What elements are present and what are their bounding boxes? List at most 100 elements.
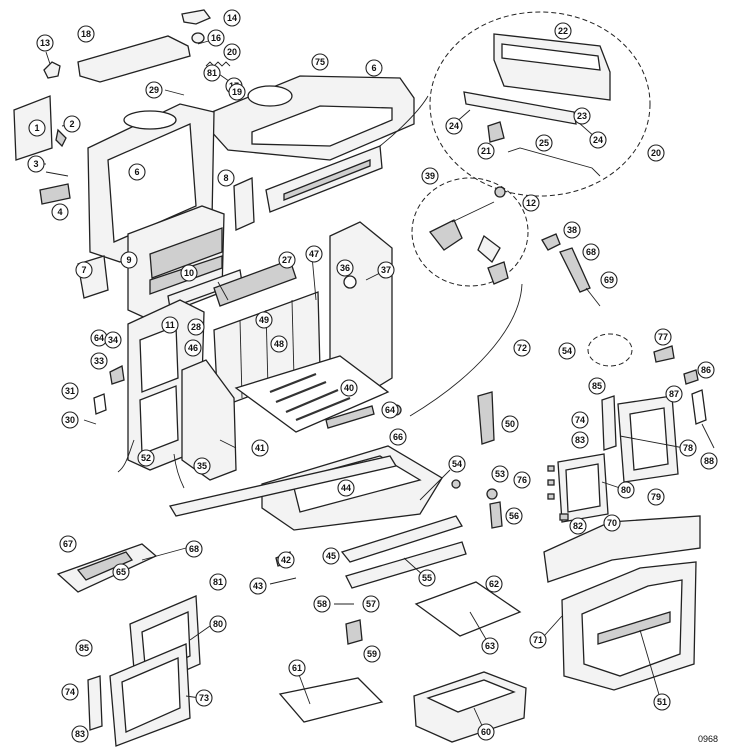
- svg-text:19: 19: [232, 87, 242, 97]
- callout-59: 59: [363, 645, 381, 663]
- svg-text:2: 2: [69, 119, 74, 129]
- part-79-80-glass-door: [557, 453, 609, 523]
- svg-text:46: 46: [188, 343, 198, 353]
- callout-38: 38: [563, 221, 581, 239]
- callout-28: 28: [187, 318, 205, 336]
- svg-text:55: 55: [422, 573, 432, 583]
- callout-31: 31: [61, 382, 79, 400]
- svg-text:86: 86: [701, 365, 711, 375]
- svg-text:24: 24: [449, 121, 459, 131]
- svg-text:49: 49: [259, 315, 269, 325]
- detail-20-boundary: [429, 11, 651, 197]
- svg-text:88: 88: [704, 456, 714, 466]
- svg-text:11: 11: [165, 320, 175, 330]
- part-69-rod: [585, 287, 601, 307]
- svg-text:80: 80: [213, 619, 223, 629]
- part-25-rod: [507, 147, 601, 177]
- svg-text:81: 81: [213, 577, 223, 587]
- svg-text:41: 41: [255, 443, 265, 453]
- svg-text:70: 70: [607, 518, 617, 528]
- detail-54-boundary: [587, 333, 633, 367]
- part-74-85-83-hinge: [87, 675, 103, 731]
- svg-text:43: 43: [253, 581, 263, 591]
- callout-71: 71: [529, 631, 547, 649]
- svg-text:27: 27: [282, 255, 292, 265]
- callout-66: 66: [389, 428, 407, 446]
- callout-18: 18: [77, 25, 95, 43]
- callout-50: 50: [501, 415, 519, 433]
- part-43-pin: [269, 577, 297, 585]
- callout-87: 87: [665, 385, 683, 403]
- svg-text:80: 80: [621, 485, 631, 495]
- callout-73: 73: [195, 689, 213, 707]
- callout-39: 39: [421, 167, 439, 185]
- part-68-long-rod: [168, 455, 398, 517]
- callout-56: 56: [505, 507, 523, 525]
- part-77-86-latch: [653, 345, 699, 385]
- svg-text:72: 72: [517, 343, 527, 353]
- svg-text:12: 12: [526, 198, 536, 208]
- callout-41: 41: [251, 439, 269, 457]
- svg-text:74: 74: [65, 687, 75, 697]
- svg-text:1: 1: [34, 123, 39, 133]
- part-85-74-83-hinge: [601, 395, 617, 451]
- part-22-baffle: [493, 33, 611, 101]
- part-12-nut: [494, 186, 506, 198]
- part-78-door-frame: [617, 395, 679, 483]
- callout-75: 75: [311, 53, 329, 71]
- part-29-screw: [164, 89, 185, 96]
- part-68-spring: [559, 247, 591, 293]
- callout-labels: 13 18 14 16 81 20 17 19 29 75 6 22 1 2 6…: [27, 9, 718, 743]
- callout-29: 29: [145, 81, 163, 99]
- svg-text:63: 63: [485, 641, 495, 651]
- part-14-handle: [181, 9, 212, 25]
- svg-text:8: 8: [223, 173, 228, 183]
- svg-text:16: 16: [211, 33, 221, 43]
- part-71-front-door: [561, 561, 697, 691]
- callout-68-rod: 68: [185, 540, 203, 558]
- svg-text:53: 53: [495, 469, 505, 479]
- svg-text:20: 20: [227, 47, 237, 57]
- callout-8: 8: [217, 169, 235, 187]
- part-18-top-cover: [77, 35, 191, 83]
- figure-code: 0968: [697, 734, 718, 744]
- callout-37: 37: [377, 261, 395, 279]
- callout-16: 16: [207, 29, 225, 47]
- callout-36: 36: [336, 259, 354, 277]
- svg-text:75: 75: [315, 57, 325, 67]
- callout-53: 53: [491, 465, 509, 483]
- part-73-door: [109, 643, 191, 747]
- callout-77: 77: [654, 328, 672, 346]
- callout-69: 69: [600, 271, 618, 289]
- callout-85-bottom: 85: [75, 639, 93, 657]
- svg-text:81: 81: [207, 68, 217, 78]
- part-21-block: [487, 121, 505, 143]
- callout-6-back: 6: [128, 163, 146, 181]
- part-33-latch: [109, 365, 125, 385]
- part-75-top-plate: [209, 75, 415, 161]
- callout-10: 10: [180, 264, 198, 282]
- svg-text:22: 22: [558, 26, 568, 36]
- svg-text:65: 65: [116, 567, 126, 577]
- svg-text:9: 9: [126, 255, 131, 265]
- part-16-knob: [191, 32, 205, 44]
- svg-text:34: 34: [108, 335, 118, 345]
- callout-52: 52: [137, 449, 155, 467]
- svg-text:14: 14: [227, 13, 237, 23]
- part-17-spring: [205, 61, 231, 67]
- svg-text:47: 47: [309, 249, 319, 259]
- callout-81: 81: [203, 64, 221, 82]
- svg-text:40: 40: [344, 383, 354, 393]
- callout-24-right: 24: [589, 131, 607, 149]
- callout-1: 1: [28, 119, 46, 137]
- part-35-front-panel: [181, 359, 237, 481]
- callout-4: 4: [51, 203, 69, 221]
- svg-text:45: 45: [326, 551, 336, 561]
- svg-text:13: 13: [40, 38, 50, 48]
- svg-text:42: 42: [281, 555, 291, 565]
- part-45-strip: [340, 515, 463, 563]
- part-30-pin: [83, 419, 97, 425]
- callout-83-right: 83: [571, 431, 589, 449]
- svg-text:58: 58: [317, 599, 327, 609]
